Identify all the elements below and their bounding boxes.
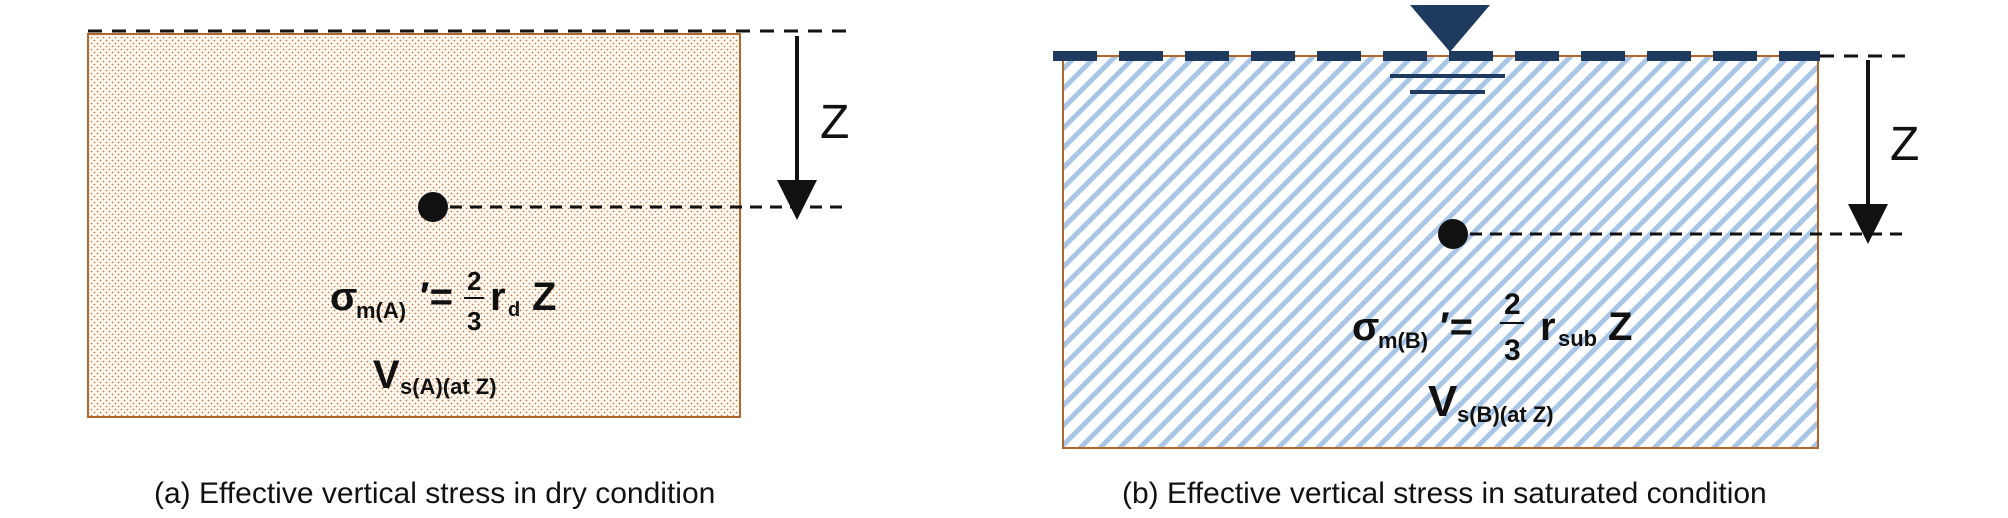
saturated-soil-block <box>1062 55 1819 449</box>
depth-z-symbol: Z <box>1608 305 1632 349</box>
vs-main: V <box>373 353 400 397</box>
gamma-subscript: sub <box>1558 326 1597 351</box>
prime-equals: ′= <box>420 275 453 319</box>
fraction-denominator: 3 <box>1504 334 1521 367</box>
sigma-subscript: m(A) <box>356 298 406 323</box>
vs-subscript: s(A)(at Z) <box>400 374 497 399</box>
gamma-symbol: r <box>490 275 506 319</box>
fraction-denominator: 3 <box>467 306 481 336</box>
gamma-subscript: d <box>508 299 520 321</box>
caption-a: (a) Effective vertical stress in dry con… <box>154 477 715 510</box>
stress-equation: σ m(B) ′= 2 3 r sub Z <box>1352 288 1632 367</box>
sigma-subscript: m(B) <box>1378 328 1428 353</box>
fraction-numerator: 2 <box>467 266 481 296</box>
shear-wave-velocity-label: V s(A)(at Z) <box>373 353 497 399</box>
stress-equation: σ m(A) ′= 2 3 r d Z <box>330 266 556 336</box>
vs-main: V <box>1428 377 1458 426</box>
vs-subscript: s(B)(at Z) <box>1457 402 1554 427</box>
caption-b: (b) Effective vertical stress in saturat… <box>1122 477 1767 510</box>
point-marker <box>1438 219 1468 249</box>
panel-a: Z σ m(A) ′= 2 3 r d Z V s(A)(at Z) (a) E… <box>87 29 855 510</box>
sigma-symbol: σ <box>1352 305 1379 349</box>
gamma-symbol: r <box>1540 305 1556 349</box>
point-marker <box>418 192 448 222</box>
dry-soil-block <box>87 33 741 418</box>
water-table-triangle-icon <box>1410 5 1490 52</box>
shear-wave-velocity-label: V s(B)(at Z) <box>1428 377 1554 427</box>
sigma-symbol: σ <box>330 275 357 319</box>
prime-equals: ′= <box>1440 305 1473 349</box>
panel-b: Z σ m(B) ′= 2 3 r sub Z V s(B)(at Z) (b)… <box>1053 5 1919 510</box>
depth-z-label: Z <box>820 96 849 149</box>
fraction-numerator: 2 <box>1504 288 1521 321</box>
depth-z-symbol: Z <box>532 275 556 319</box>
depth-z-label: Z <box>1890 118 1919 171</box>
